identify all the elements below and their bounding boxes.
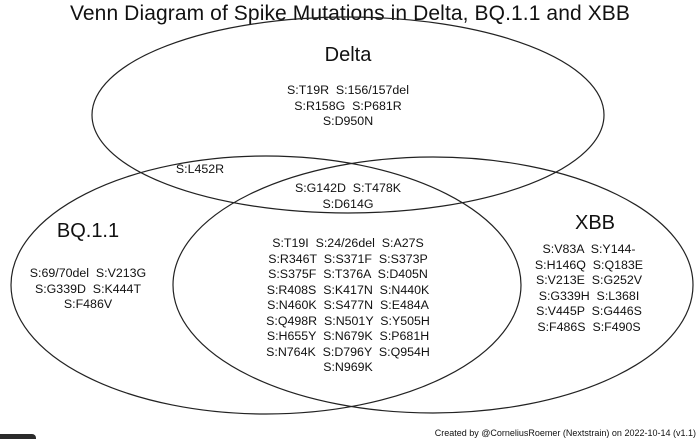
mutation-line: S:N969K [323,360,373,374]
mutation-line: S:Q498R S:N501Y S:Y505H [266,313,430,328]
bq-ellipse [10,155,522,415]
mutation-line: S:T19R S:156/157del [287,83,409,97]
bq-set-label: BQ.1.1 [56,220,120,242]
mutation-line: S:L452R [175,162,225,176]
mutation-line: S:R408S S:K417N S:N440K [266,282,430,297]
diagram-title: Venn Diagram of Spike Mutations in Delta… [69,2,631,25]
mutation-line: S:V445P S:G446S [536,304,642,318]
mutation-line: S:T19I S:24/26del S:A27S [272,236,424,250]
delta-set-label: Delta [324,44,372,66]
xbb-ellipse [172,156,694,414]
mutation-line: S:D614G [322,196,374,211]
mutation-line: S:69/70del S:V213G [29,266,147,280]
mutation-line: S:N460K S:S477N S:E484A [267,298,429,312]
mutation-line: S:F486S S:F490S [537,319,641,334]
mutation-line: S:V213E S:G252V [535,273,643,287]
xbb-set-label: XBB [574,212,616,234]
delta-ellipse [91,16,605,214]
mutation-line: S:H655Y S:N679K S:P681H [266,329,430,343]
mutation-line: S:G142D S:T478K [294,181,402,195]
delta-bq-mutations: S:L452R [160,162,240,178]
mutation-line: S:H146Q S:Q183E [534,257,644,272]
corner-tab [0,434,36,439]
mutation-line: S:N764K S:D796Y S:Q954H [266,344,430,359]
mutation-line: S:R158G S:P681R [294,98,402,113]
mutation-line: S:R346T S:S371F S:S373P [268,251,428,266]
mutation-line: S:D950N [322,114,374,128]
credit-line: Created by @CorneliusRoemer (Nextstrain)… [434,428,696,438]
mutation-line: S:F486V [63,297,113,311]
mutation-line: S:S375F S:T376A S:D405N [268,267,428,281]
mutation-line: S:V83A S:Y144- [542,242,636,256]
mutation-line: S:G339H S:L368I [538,288,640,303]
mutation-line: S:G339D S:K444T [34,281,142,296]
